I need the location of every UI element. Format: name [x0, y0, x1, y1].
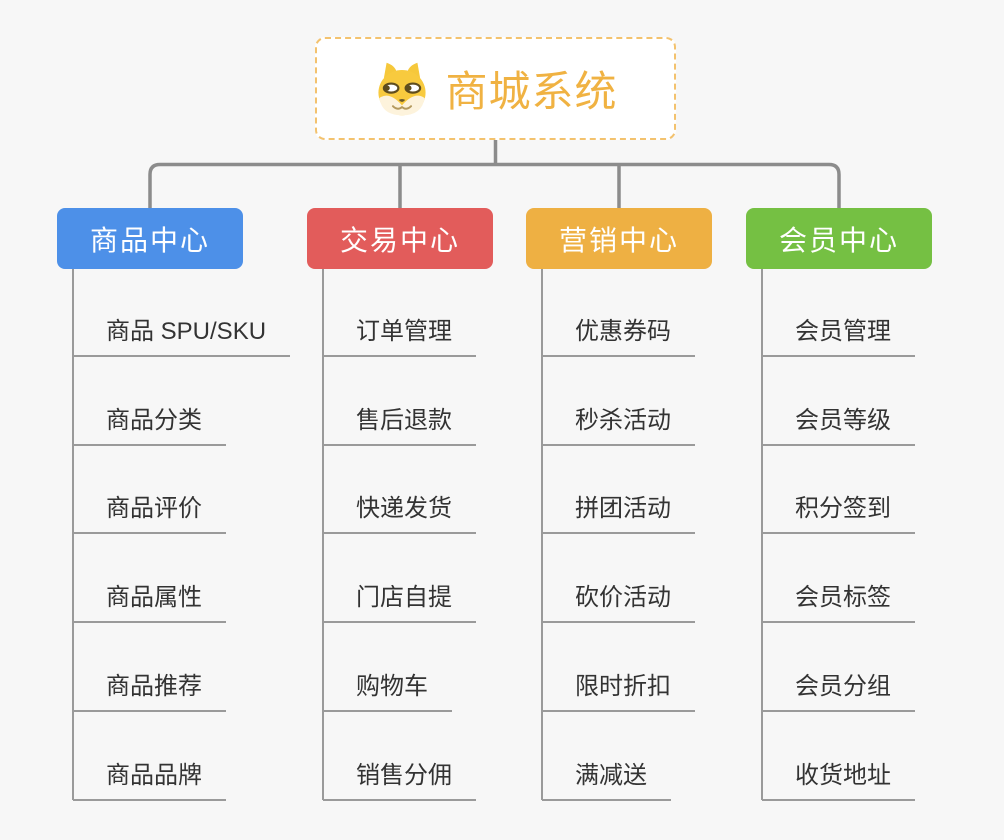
leaf-node[interactable]: 积分签到: [762, 492, 915, 534]
leaf-node[interactable]: 满减送: [542, 759, 671, 801]
leaf-label: 砍价活动: [575, 584, 671, 611]
leaf-label: 商品品牌: [106, 762, 202, 789]
leaf-node[interactable]: 商品推荐: [73, 670, 226, 712]
leaf-label: 商品属性: [106, 584, 202, 611]
leaf-label: 商品推荐: [106, 673, 202, 700]
leaf-node[interactable]: 砍价活动: [542, 581, 695, 623]
leaf-label: 会员等级: [795, 407, 891, 434]
dog-icon: [373, 60, 431, 118]
branch-label: 会员中心: [778, 224, 899, 256]
leaf-node[interactable]: 门店自提: [323, 581, 476, 623]
leaf-node[interactable]: 收货地址: [762, 759, 915, 801]
leaf-label: 收货地址: [795, 762, 891, 789]
leaf-label: 订单管理: [356, 318, 452, 345]
branch-label: 商品中心: [89, 224, 210, 256]
leaf-label: 售后退款: [356, 407, 452, 434]
leaf-label: 快递发货: [356, 495, 452, 522]
leaf-node[interactable]: 拼团活动: [542, 492, 695, 534]
leaf-label: 商品分类: [106, 407, 202, 434]
leaf-label: 限时折扣: [575, 673, 671, 700]
leaf-node[interactable]: 商品评价: [73, 492, 226, 534]
branch-node-3[interactable]: 营销中心: [526, 208, 712, 269]
leaf-node[interactable]: 购物车: [323, 670, 452, 712]
leaf-node[interactable]: 售后退款: [323, 404, 476, 446]
leaf-label: 会员管理: [795, 318, 891, 345]
leaf-label: 商品 SPU/SKU: [106, 318, 267, 345]
leaf-label: 购物车: [356, 673, 428, 700]
leaf-label: 秒杀活动: [575, 407, 671, 434]
leaf-node[interactable]: 商品属性: [73, 581, 226, 623]
leaf-node[interactable]: 限时折扣: [542, 670, 695, 712]
leaf-label: 会员分组: [795, 673, 891, 700]
leaf-node[interactable]: 会员等级: [762, 404, 915, 446]
branch-node-1[interactable]: 商品中心: [57, 208, 243, 269]
leaf-label: 拼团活动: [575, 495, 671, 522]
branch-node-4[interactable]: 会员中心: [746, 208, 932, 269]
leaf-label: 积分签到: [795, 495, 891, 522]
leaf-node[interactable]: 优惠券码: [542, 315, 695, 357]
branch-node-2[interactable]: 交易中心: [307, 208, 493, 269]
leaf-node[interactable]: 快递发货: [323, 492, 476, 534]
leaf-label: 优惠券码: [575, 318, 671, 345]
leaf-label: 商品评价: [106, 495, 202, 522]
leaf-label: 销售分佣: [356, 762, 452, 789]
leaf-label: 门店自提: [356, 584, 452, 611]
leaf-label: 会员标签: [795, 584, 891, 611]
leaf-node[interactable]: 订单管理: [323, 315, 476, 357]
leaf-label: 满减送: [575, 762, 647, 789]
leaf-node[interactable]: 会员管理: [762, 315, 915, 357]
leaf-node[interactable]: 商品分类: [73, 404, 226, 446]
leaf-node[interactable]: 会员分组: [762, 670, 915, 712]
root-title: 商城系统: [445, 68, 618, 115]
branch-label: 交易中心: [339, 224, 460, 256]
leaf-node[interactable]: 销售分佣: [323, 759, 476, 801]
root-node[interactable]: 商城系统: [315, 37, 676, 140]
branch-label: 营销中心: [558, 224, 679, 256]
leaf-node[interactable]: 商品品牌: [73, 759, 226, 801]
leaf-node[interactable]: 秒杀活动: [542, 404, 695, 446]
leaf-node[interactable]: 商品 SPU/SKU: [73, 315, 291, 357]
leaf-node[interactable]: 会员标签: [762, 581, 915, 623]
